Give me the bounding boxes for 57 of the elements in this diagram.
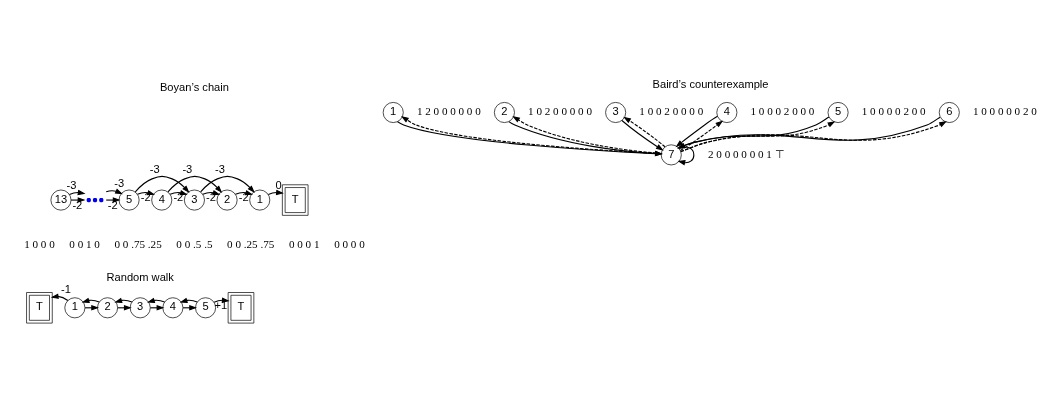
node-circle: 1: [382, 101, 404, 123]
node-circle: 3: [184, 189, 205, 210]
node-label: 0 0 0 0: [334, 237, 365, 250]
node-circle: 6: [938, 101, 960, 123]
edge-label: 0: [275, 178, 282, 191]
node-label: 1 0 0 0 2 0 0 0: [750, 104, 815, 117]
node-label: 1 0 0 0 0 0 2 0: [972, 104, 1037, 117]
arrow: [68, 189, 86, 195]
label: Boyan’s chain: [159, 80, 229, 93]
node-label: 0 0 1 0: [69, 237, 100, 250]
arrow: [147, 297, 166, 303]
node-circle: 3: [129, 296, 151, 318]
node-circle: 4: [716, 101, 738, 123]
arrow: [680, 120, 836, 152]
node-label: 1 0 0 2 0 0 0 0: [639, 104, 704, 117]
arrow: [81, 297, 100, 303]
edge-label: -3: [182, 162, 193, 175]
edge-label: -3: [149, 162, 160, 175]
arrow: [677, 146, 695, 165]
edge-label: -3: [114, 176, 125, 189]
node-label: 2 0 0 0 0 0 0 1 ⊤: [708, 147, 785, 160]
arrow: [680, 120, 947, 152]
node-label: 1 0 2 0 0 0 0 0: [528, 104, 592, 117]
node-label: 0 0 .75 .25: [114, 237, 162, 250]
node-label: 0 0 0 1: [288, 237, 320, 250]
node-circle: 4: [162, 296, 184, 318]
node-label: 1 0 0 0 0 2 0 0: [861, 104, 926, 117]
node-circle: 5: [195, 296, 216, 318]
node-circle: 5: [827, 101, 849, 123]
node-circle: 4: [151, 189, 173, 210]
arrow: [50, 293, 69, 301]
node-circle: 3: [605, 101, 627, 123]
node-circle: 7: [660, 143, 682, 165]
node-circle: 5: [118, 189, 140, 210]
arrow: [136, 189, 156, 195]
arrow: [114, 297, 133, 303]
label: Baird’s counterexample: [652, 77, 769, 90]
node-circle: 1: [64, 296, 86, 318]
node-circle: 2: [216, 189, 238, 210]
edge-label: +1: [214, 298, 228, 311]
node-circle: 2: [494, 101, 515, 123]
node-circle: 1: [249, 189, 271, 210]
node-label: 0 0 .5 .5: [176, 237, 213, 250]
edge-label: -1: [61, 282, 71, 295]
node-circle: 13: [50, 189, 72, 210]
arrow: [234, 189, 254, 195]
arrow: [105, 188, 123, 194]
node-label: 1 0 0 0: [24, 237, 55, 250]
node-label: 0 0 .25 .75: [227, 237, 275, 250]
arrow: [213, 297, 230, 303]
edge-label: -3: [66, 178, 77, 191]
label: Random walk: [106, 270, 174, 283]
arrow: [179, 297, 198, 303]
node-label: 1 2 0 0 0 0 0 0: [416, 104, 481, 117]
edge-label: -3: [215, 162, 225, 175]
node-circle: 2: [97, 296, 118, 318]
arrow: [267, 189, 284, 195]
